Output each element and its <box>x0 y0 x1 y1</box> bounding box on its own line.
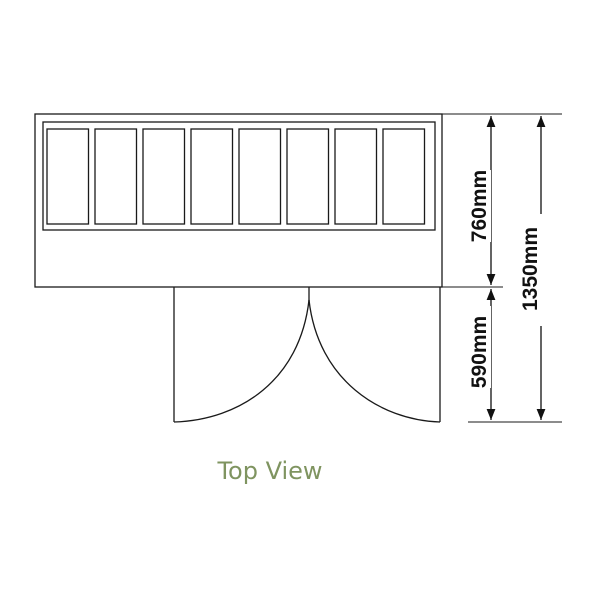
gn-pan <box>238 128 282 225</box>
gn-pan <box>190 128 234 225</box>
upper-dimension-label: 760mm <box>468 170 491 242</box>
extension-lines <box>442 113 562 423</box>
view-caption: Top View <box>216 457 322 485</box>
gn-pan <box>142 128 186 225</box>
right-door-arc <box>308 299 441 423</box>
gn-pans <box>46 128 426 225</box>
display-well <box>42 121 436 231</box>
gn-pan <box>286 128 330 225</box>
door-swing <box>173 287 441 423</box>
lower-dimension-label: 590mm <box>468 316 491 388</box>
gn-pan <box>382 128 426 225</box>
gn-pan <box>94 128 138 225</box>
overall-dimension-label: 1350mm <box>519 227 542 311</box>
unit-body <box>34 113 443 288</box>
left-door-arc <box>173 299 310 423</box>
gn-pan <box>334 128 378 225</box>
gn-pan <box>46 128 90 225</box>
